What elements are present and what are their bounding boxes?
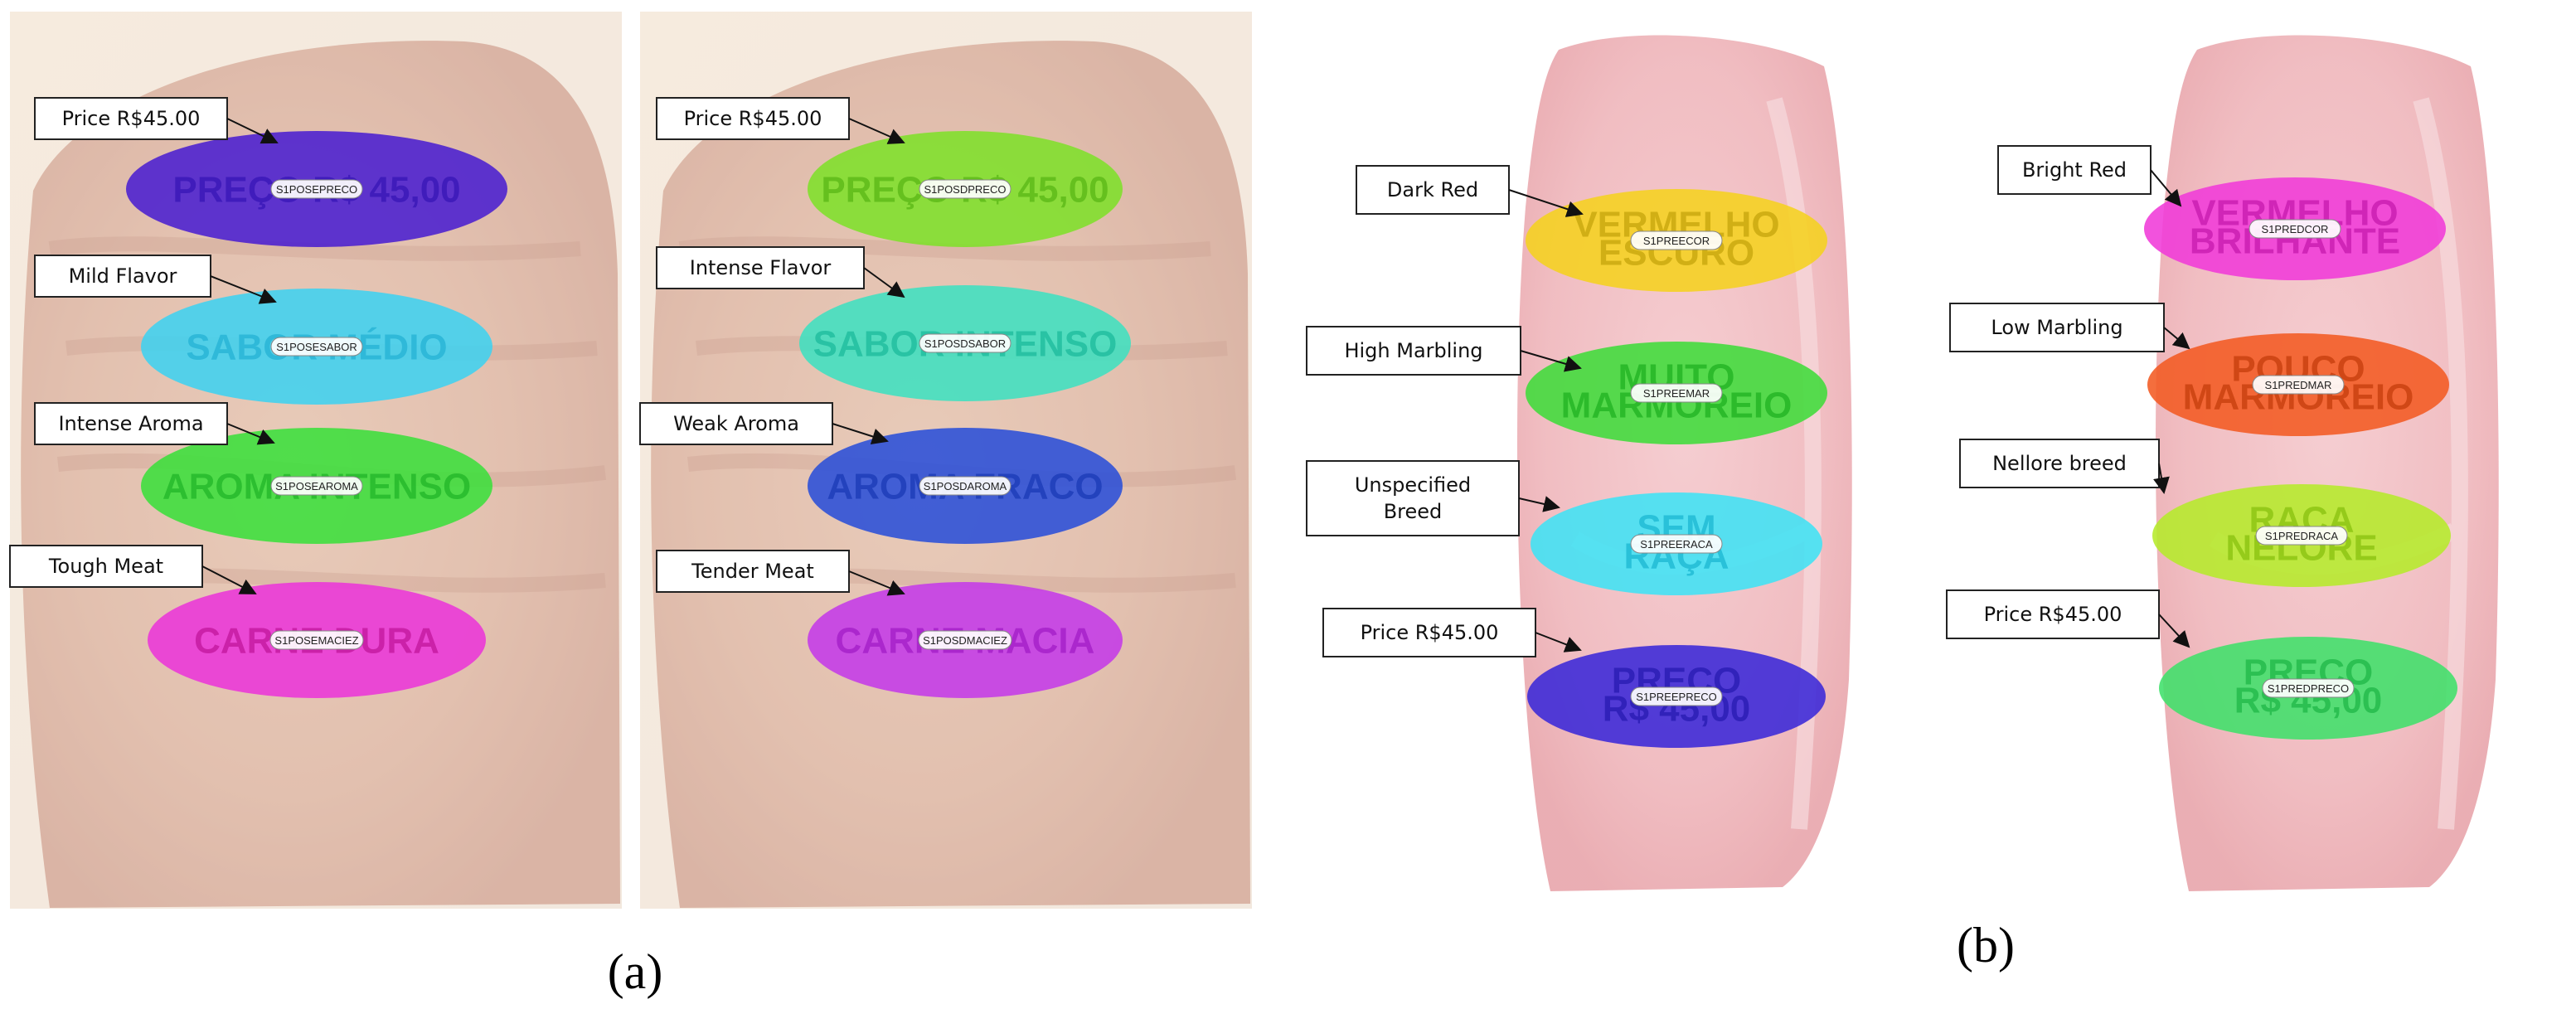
label-text: Price R$45.00 (684, 107, 822, 130)
aoi-tag-pill (2252, 375, 2345, 395)
aoi-tag: S1POSEPRECO (276, 183, 357, 196)
label-arrow (848, 570, 905, 596)
label-box (639, 402, 833, 445)
label-arrow (2150, 169, 2182, 207)
aoi-tag-pill (270, 337, 363, 357)
label-arrow (863, 267, 905, 298)
aoi-tag-pill (919, 179, 1011, 199)
label-arrow (832, 423, 889, 445)
label-arrow (1518, 496, 1560, 512)
aoi-tag: S1POSDMACIEZ (923, 634, 1007, 647)
label-text: Intense Aroma (58, 412, 203, 435)
label-box (9, 545, 203, 588)
aoi-tag: S1POSDSABOR (924, 337, 1006, 350)
caption-b: (b) (1957, 918, 2015, 973)
aoi-tag: S1PREEPRECO (1636, 691, 1717, 703)
aoi-tag: S1PREECOR (1643, 235, 1710, 247)
label-box (34, 255, 211, 298)
aoi-tag: S1PREDRACA (2265, 530, 2338, 542)
panel-photo-b-right (2156, 35, 2499, 892)
aoi-tag-pill (918, 630, 1012, 650)
aoi-tag-pill (2262, 678, 2355, 698)
label-text: Tough Meat (48, 555, 163, 578)
aoi-tag-pill (270, 476, 363, 496)
aoi-tag-pill (2249, 219, 2341, 239)
aoi-tag-pill (1630, 230, 1723, 250)
aoi-tag: S1PREDCOR (2262, 223, 2329, 235)
label-arrow (1535, 632, 1582, 652)
label-text: Breed (1384, 500, 1443, 523)
label-box (1959, 439, 2160, 488)
label-text: Dark Red (1387, 178, 1478, 201)
aoi-tag: S1PREERACA (1640, 538, 1713, 551)
label-box (1356, 165, 1510, 215)
label-text: Price R$45.00 (62, 107, 201, 130)
aoi-tag: S1POSDPRECO (924, 183, 1007, 196)
label-text: Low Marbling (1991, 316, 2122, 339)
label-text: High Marbling (1344, 339, 1482, 362)
label-text: Weak Aroma (673, 412, 799, 435)
panel-photo-b-left (1517, 35, 1852, 892)
label-box (34, 97, 228, 140)
label-text: Price R$45.00 (1361, 621, 1499, 644)
aoi-tag: S1POSEMACIEZ (274, 634, 358, 647)
label-box (1322, 608, 1536, 657)
aoi-tag: S1POSESABOR (276, 341, 357, 353)
aoi-tag-pill (1630, 534, 1723, 554)
label-box (34, 402, 228, 445)
label-text: Nellore breed (1992, 452, 2127, 475)
label-box (656, 97, 850, 140)
aoi-tag: S1POSEAROMA (275, 480, 358, 492)
label-arrow (2163, 327, 2190, 350)
label-arrow (226, 423, 275, 445)
aoi-tag-pill (270, 179, 363, 199)
aoi-tag-pill (1630, 383, 1723, 403)
aoi-tag-pill (2255, 526, 2348, 546)
aoi-tag: S1POSDAROMA (924, 480, 1007, 492)
label-text: Tender Meat (691, 560, 814, 583)
label-arrow (2158, 614, 2190, 648)
aoi-tag: S1PREDMAR (2265, 379, 2332, 391)
aoi-tag: S1PREEMAR (1643, 387, 1710, 400)
aoi-tag: S1PREDPRECO (2268, 682, 2349, 695)
label-arrow (201, 565, 257, 594)
label-text: Unspecified (1355, 473, 1471, 497)
label-arrow (2153, 463, 2170, 494)
label-arrow (848, 118, 905, 144)
label-box (1306, 460, 1520, 536)
label-arrow (210, 275, 277, 304)
aoi-tag-pill (269, 630, 364, 650)
caption-a: (a) (608, 944, 663, 999)
aoi-tag-pill (919, 333, 1011, 353)
aoi-tag-pill (919, 476, 1011, 496)
label-text: Price R$45.00 (1984, 603, 2122, 626)
label-arrow (226, 118, 279, 144)
aoi-tag-pill (1630, 686, 1723, 706)
label-text: Bright Red (2022, 158, 2127, 182)
label-text: Intense Flavor (690, 256, 832, 279)
label-text: Mild Flavor (69, 264, 177, 288)
label-arrow (1520, 350, 1582, 372)
label-arrow (1508, 189, 1584, 217)
